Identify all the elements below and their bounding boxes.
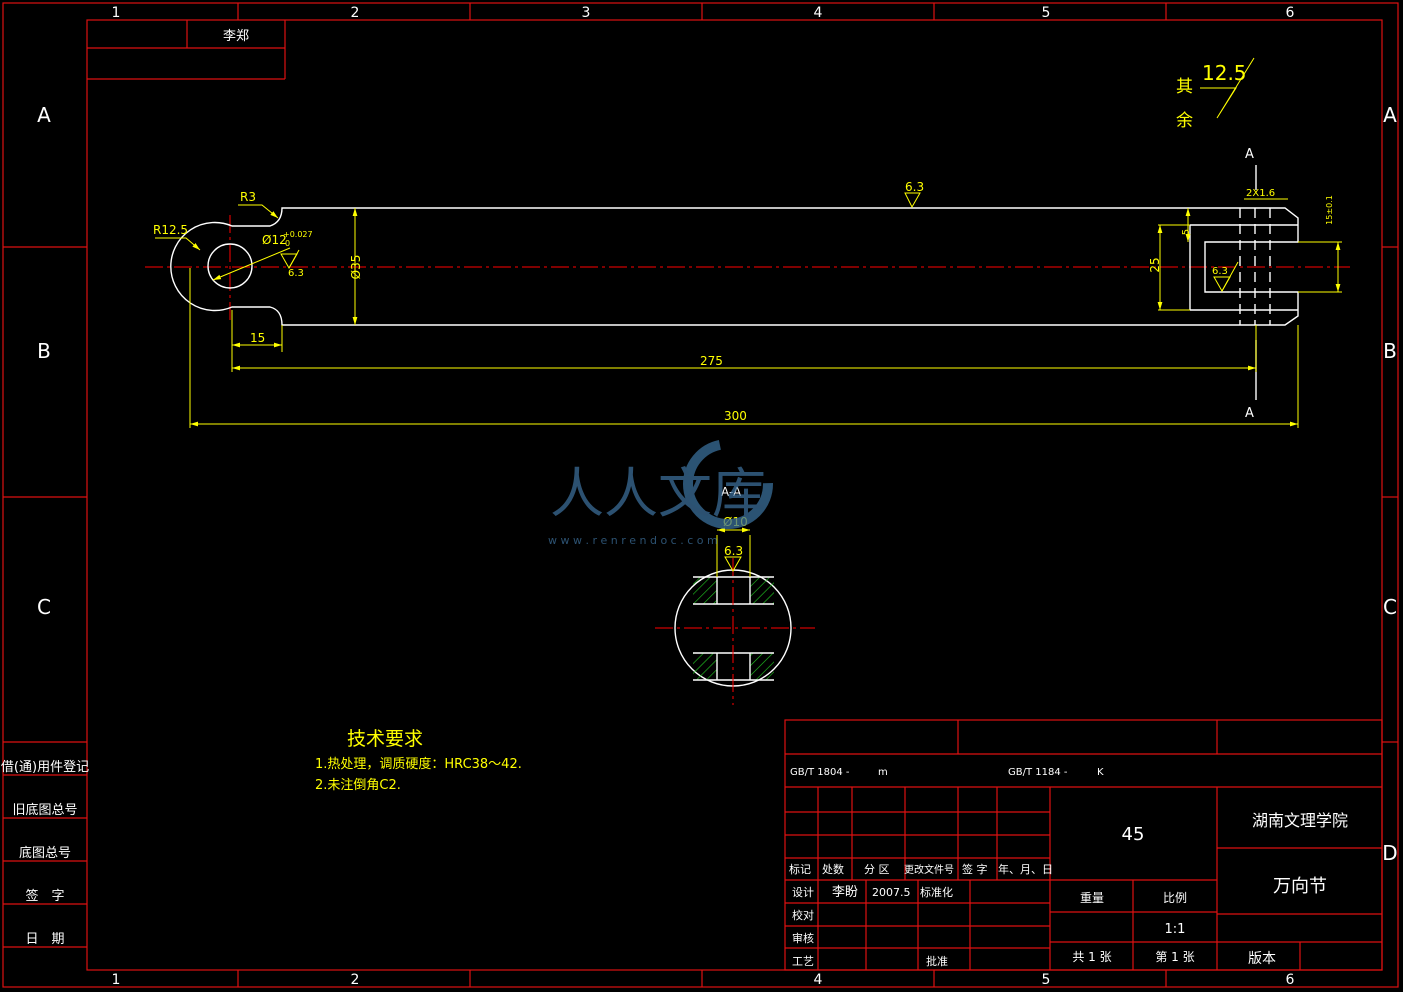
school-name: 湖南文理学院 — [1252, 811, 1348, 830]
section-view-a-a: A-A Ø10 6.3 — [655, 485, 815, 705]
row-letter-left-a: A — [37, 103, 51, 127]
section-title: A-A — [721, 485, 742, 499]
title-block: GB/T 1804 - m GB/T 1184 - K 标记 处数 分 区 — [784, 719, 1383, 971]
rev-header-count: 处数 — [822, 863, 844, 876]
corner-code-box: 李郑 — [87, 20, 286, 80]
row-letter-right-a: A — [1383, 103, 1397, 127]
dim-275: 275 — [700, 354, 723, 368]
side-label-drawing-no: 底图总号 — [19, 845, 71, 861]
watermark: 人人文库 w w w . r e n r e n d o c . c o m — [548, 439, 773, 547]
section-mark-bottom: A — [1245, 406, 1254, 421]
material: 45 — [1122, 824, 1145, 845]
tech-line-2: 2.未注倒角C2. — [315, 778, 401, 793]
col-number-bottom-2: 2 — [351, 972, 360, 988]
process-label: 工艺 — [792, 955, 814, 968]
rev-header-mark: 标记 — [789, 862, 811, 876]
designer-name: 李盼 — [832, 885, 858, 900]
row-letter-right-c: C — [1383, 595, 1397, 619]
watermark-url: w w w . r e n r e n d o c . c o m — [548, 534, 718, 547]
part-name: 万向节 — [1273, 876, 1327, 897]
revision-grid — [785, 787, 1051, 970]
sheets-total: 共 1 张 — [1072, 950, 1111, 964]
dim-r12-5: R12.5 — [153, 223, 188, 237]
rough-slot: 6.3 — [1212, 266, 1228, 277]
main-view: A A Ø35 15 275 300 R3 R12.5 Ø12 +0.027 0… — [145, 147, 1350, 428]
rev-header-sign: 签 字 — [962, 862, 988, 876]
check-label: 校对 — [792, 908, 814, 922]
col-number-bottom-5: 5 — [1042, 972, 1051, 988]
zone-ticks — [3, 3, 1398, 987]
col-number-bottom-4: 4 — [814, 972, 823, 988]
dim-slot-25: 25 — [1148, 257, 1162, 272]
standardization-label: 标准化 — [920, 885, 953, 899]
dim-chamfer: 2X1.6 — [1246, 188, 1275, 199]
col-number-bottom-1: 1 — [112, 972, 121, 988]
rev-header-zone: 分 区 — [864, 863, 890, 876]
side-label-date: 日 期 — [25, 932, 64, 947]
section-rough: 6.3 — [724, 544, 743, 558]
std-general-tol: GB/T 1804 - — [790, 767, 850, 778]
col-number-bottom-6: 6 — [1286, 972, 1295, 988]
std-general-tol-grade: m — [878, 767, 888, 778]
version-label: 版本 — [1248, 951, 1276, 967]
std-geometric-tol: GB/T 1184 - — [1008, 767, 1068, 778]
side-label-signature: 签 字 — [25, 888, 64, 904]
technical-requirements: 技术要求 1.热处理，调质硬度：HRC38～42. 2.未注倒角C2. — [315, 728, 522, 793]
dim-slot-5: 5 — [1181, 229, 1192, 235]
rough-top: 6.3 — [905, 180, 924, 194]
rev-header-doc: 更改文件号 — [904, 863, 954, 876]
col-number-top-1: 1 — [112, 5, 121, 21]
rough-hole: 6.3 — [288, 268, 304, 279]
row-letter-left-c: C — [37, 595, 51, 619]
weight-label: 重量 — [1080, 891, 1104, 905]
design-label: 设计 — [792, 886, 814, 899]
side-label-registration: 借(通)用件登记 — [1, 760, 89, 775]
general-roughness-symbol: 其 余 12.5 — [1176, 57, 1255, 131]
row-letter-right-d: D — [1382, 841, 1397, 865]
side-label-old-drawing-no: 旧底图总号 — [12, 802, 77, 818]
std-geometric-tol-grade: K — [1097, 767, 1104, 778]
dim-r3: R3 — [240, 190, 256, 204]
sheet-number: 第 1 张 — [1155, 950, 1194, 964]
roughness-other-2: 余 — [1176, 111, 1193, 131]
roughness-general-value: 12.5 — [1202, 61, 1247, 85]
col-number-top-4: 4 — [814, 5, 823, 21]
section-mark-top: A — [1245, 147, 1254, 162]
dim-width: Ø35 — [349, 255, 363, 280]
scale-label: 比例 — [1163, 891, 1187, 905]
watermark-text: 人人文库 — [550, 462, 766, 525]
scale-value: 1:1 — [1165, 922, 1186, 937]
design-date: 2007.5 — [872, 886, 911, 899]
col-number-top-6: 6 — [1286, 5, 1295, 21]
tech-title: 技术要求 — [347, 728, 423, 750]
roughness-other-1: 其 — [1176, 77, 1193, 97]
dim-hole-tol-upper: +0.027 — [283, 230, 313, 239]
side-registration-column: 借(通)用件登记 旧底图总号 底图总号 签 字 日 期 — [1, 741, 89, 948]
dim-300: 300 — [724, 409, 747, 423]
rev-header-date: 年、月、日 — [998, 862, 1053, 876]
approve-label: 批准 — [926, 954, 948, 968]
col-number-top-3: 3 — [582, 5, 591, 21]
review-label: 审核 — [792, 931, 814, 945]
row-letter-left-b: B — [37, 339, 51, 363]
col-number-top-5: 5 — [1042, 5, 1051, 21]
dim-slot-15: 15±0.1 — [1325, 195, 1334, 225]
col-number-top-2: 2 — [351, 5, 360, 21]
dim-15: 15 — [250, 331, 265, 345]
corner-box-label: 李郑 — [223, 29, 249, 44]
dim-hole-tol-lower: 0 — [285, 239, 290, 248]
row-letter-right-b: B — [1383, 339, 1397, 363]
tech-line-1: 1.热处理，调质硬度：HRC38～42. — [315, 756, 522, 772]
dim-hole-dia: Ø12 — [262, 233, 287, 247]
